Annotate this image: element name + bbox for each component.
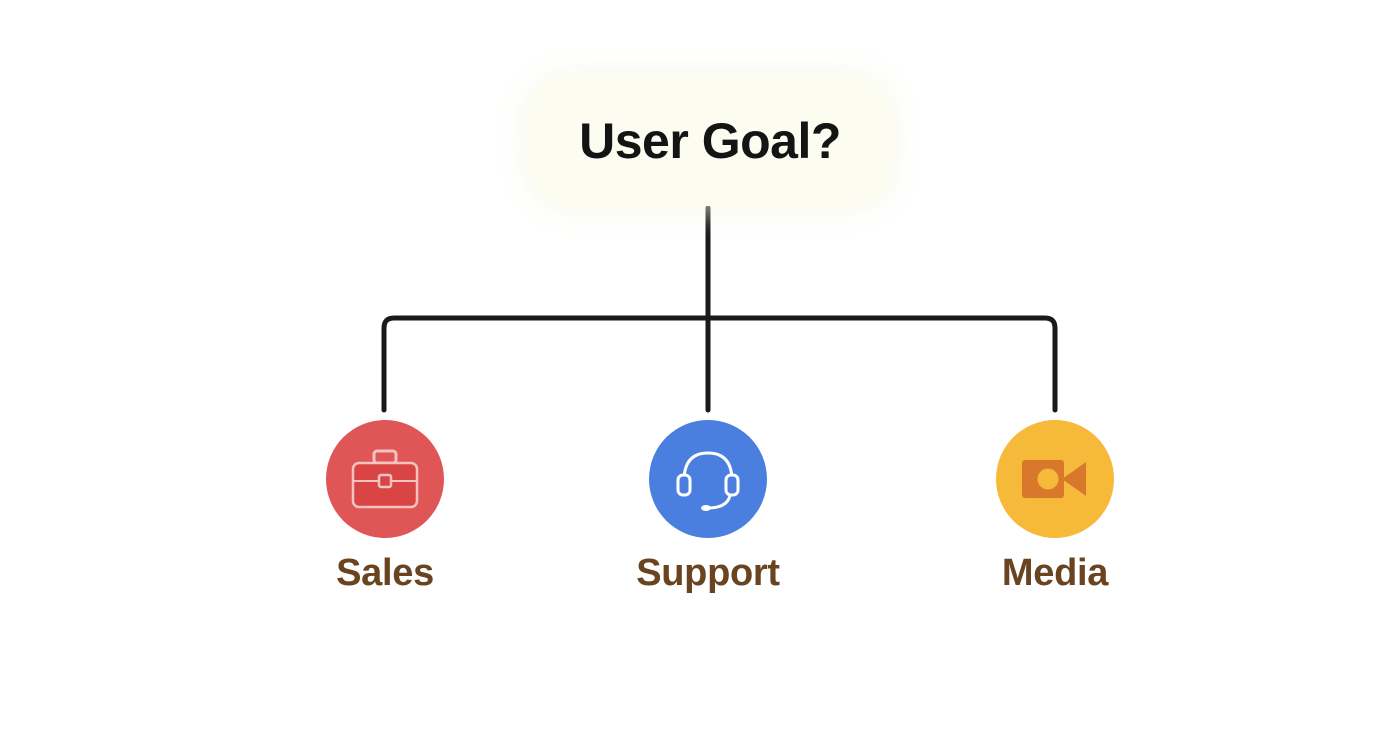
- media-circle: [996, 420, 1114, 538]
- option-support: Support: [608, 420, 808, 595]
- briefcase-icon: [351, 449, 419, 509]
- option-sales: Sales: [285, 420, 485, 595]
- option-media: Media: [955, 420, 1155, 595]
- root-node: User Goal?: [528, 76, 892, 206]
- sales-circle: [326, 420, 444, 538]
- sales-label: Sales: [336, 552, 434, 594]
- media-label: Media: [1001, 552, 1109, 594]
- root-label: User Goal?: [579, 113, 841, 169]
- support-label: Support: [636, 552, 780, 594]
- connector-branch-sales: [381, 315, 711, 413]
- video-camera-icon: [1022, 460, 1086, 498]
- support-circle: [649, 420, 767, 538]
- headset-icon: [676, 451, 740, 511]
- connector-branch-media: [705, 315, 1058, 413]
